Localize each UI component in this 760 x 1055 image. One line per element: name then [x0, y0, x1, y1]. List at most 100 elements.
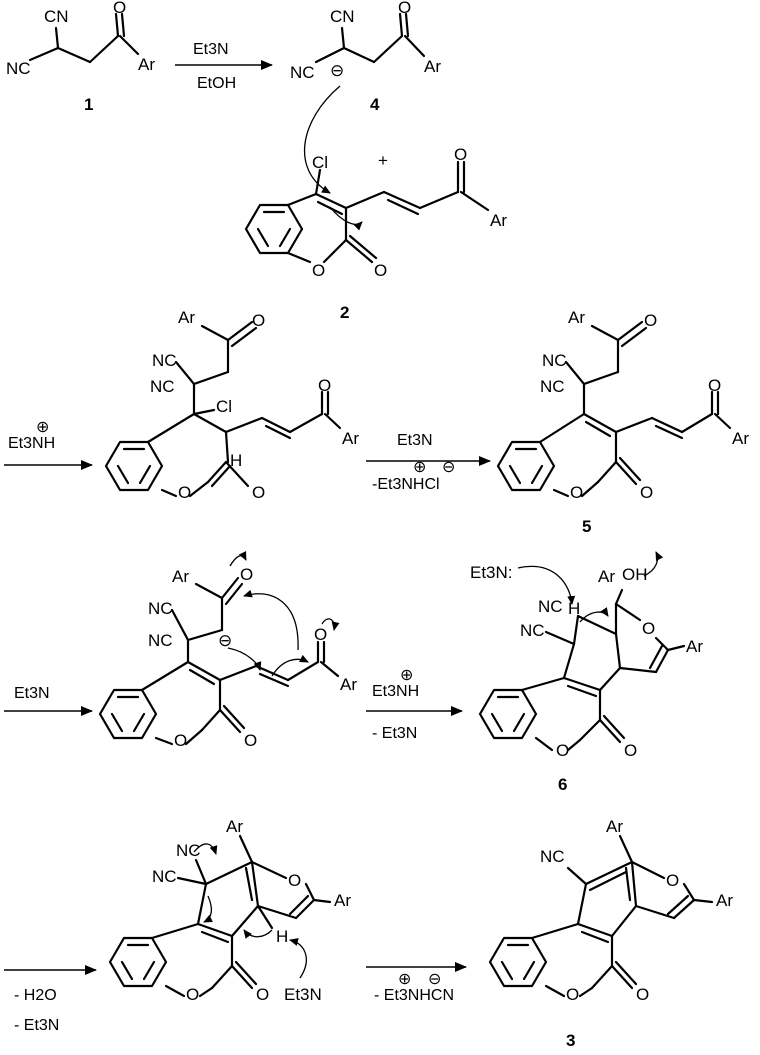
svg-text:Ar: Ar [138, 55, 155, 74]
svg-text:⊖: ⊖ [442, 459, 455, 476]
arrow-step-2: Et3NH ⊕ [4, 419, 93, 470]
svg-text:Et3N: Et3N [284, 985, 322, 1004]
svg-text:NC: NC [6, 59, 31, 78]
svg-text:Ar: Ar [686, 637, 703, 656]
svg-text:- Et3N: - Et3N [372, 725, 417, 742]
arrow-step-1: Et3N EtOH [175, 41, 273, 92]
svg-text:-Et3NHCl: -Et3NHCl [372, 476, 440, 493]
svg-text:Cl: Cl [312, 153, 328, 172]
intermediate-dihydro: Ar O Ar NC NC H O O [108, 817, 351, 1004]
svg-text:+: + [378, 151, 388, 170]
svg-text:⊖: ⊖ [428, 971, 441, 988]
label-compound-2: 2 [340, 303, 349, 322]
svg-text:Et3N:: Et3N: [470, 563, 513, 582]
svg-text:O: O [666, 871, 679, 890]
svg-text:O: O [186, 985, 199, 1004]
arrow-step-3: Et3N -Et3NHCl ⊕ ⊖ [366, 432, 491, 493]
svg-text:Ar: Ar [716, 891, 733, 910]
svg-text:NC: NC [176, 841, 201, 860]
arrow-step-7: - Et3NHCN ⊕ ⊖ [366, 962, 467, 1004]
svg-text:NC: NC [540, 847, 565, 866]
svg-text:O: O [174, 731, 187, 750]
svg-text:- Et3NHCN: - Et3NHCN [374, 987, 454, 1004]
svg-text:Et3N: Et3N [397, 432, 433, 449]
svg-text:⊖: ⊖ [218, 631, 232, 650]
compound-1: CN NC O Ar 1 [6, 0, 155, 114]
curly-arrow-attack [303, 85, 341, 194]
svg-text:Ar: Ar [598, 567, 615, 586]
svg-text:NC: NC [150, 377, 175, 396]
svg-text:O: O [644, 311, 657, 330]
svg-text:EtOH: EtOH [197, 75, 236, 92]
svg-text:CN: CN [330, 7, 355, 26]
svg-text:O: O [113, 0, 126, 17]
svg-text:O: O [240, 565, 253, 584]
svg-text:Ar: Ar [490, 211, 507, 230]
intermediate-carbanion: Ar O ⊖ NC NC O O O Ar [98, 551, 357, 750]
svg-text:H: H [230, 451, 242, 470]
svg-text:NC: NC [538, 597, 563, 616]
svg-text:NC: NC [152, 867, 177, 886]
svg-text:O: O [398, 0, 411, 17]
svg-text:O: O [256, 985, 269, 1004]
compound-2: O O Cl O Ar 2 [244, 145, 507, 322]
svg-text:⊕: ⊕ [413, 459, 426, 476]
intermediate-chloro-adduct: Ar O NC NC Cl H O O O [104, 308, 359, 502]
svg-text:O: O [178, 483, 191, 502]
svg-text:O: O [318, 376, 331, 395]
svg-text:NC: NC [540, 377, 565, 396]
svg-text:O: O [252, 483, 265, 502]
compound-3: Ar O Ar NC O O 3 [488, 817, 733, 1050]
svg-text:O: O [570, 483, 583, 502]
label-compound-6: 6 [558, 775, 567, 794]
arrow-step-6: - H2O - Et3N [4, 965, 97, 1034]
svg-text:NC: NC [542, 351, 567, 370]
svg-text:Ar: Ar [732, 429, 749, 448]
svg-text:Ar: Ar [424, 57, 441, 76]
svg-text:⊕: ⊕ [398, 971, 411, 988]
label-compound-1: 1 [84, 95, 93, 114]
svg-text:O: O [636, 985, 649, 1004]
svg-text:Ar: Ar [172, 567, 189, 586]
svg-text:H: H [568, 599, 580, 618]
svg-text:O: O [708, 376, 721, 395]
svg-text:O: O [312, 261, 325, 280]
svg-text:NC: NC [290, 63, 315, 82]
svg-text:O: O [556, 741, 569, 760]
svg-text:Ar: Ar [334, 891, 351, 910]
svg-text:O: O [642, 619, 655, 638]
svg-text:Et3NH: Et3NH [372, 683, 419, 700]
label-compound-4: 4 [370, 95, 380, 114]
svg-text:O: O [566, 985, 579, 1004]
svg-text:NC: NC [148, 599, 173, 618]
compound-6: Et3N: NC H Ar OH O Ar NC O [470, 551, 703, 794]
svg-text:NC: NC [148, 631, 173, 650]
svg-text:⊖: ⊖ [330, 61, 344, 80]
svg-text:⊕: ⊕ [400, 667, 413, 684]
svg-text:O: O [288, 871, 301, 890]
svg-text:Ar: Ar [342, 429, 359, 448]
svg-text:- Et3N: - Et3N [14, 1017, 59, 1034]
svg-text:O: O [640, 483, 653, 502]
svg-text:Et3N: Et3N [193, 41, 229, 58]
svg-text:Cl: Cl [216, 397, 232, 416]
svg-text:Ar: Ar [226, 817, 243, 836]
svg-text:O: O [244, 731, 257, 750]
compound-4: CN NC ⊖ O Ar 4 [290, 0, 441, 114]
svg-text:O: O [624, 741, 637, 760]
svg-text:CN: CN [44, 7, 69, 26]
svg-text:NC: NC [152, 351, 177, 370]
arrow-step-4: Et3N [4, 685, 93, 716]
svg-text:O: O [374, 261, 387, 280]
svg-text:OH: OH [622, 565, 648, 584]
svg-text:O: O [314, 625, 327, 644]
svg-text:O: O [252, 311, 265, 330]
svg-text:O: O [454, 145, 467, 164]
svg-text:Et3NH: Et3NH [8, 435, 55, 452]
svg-text:⊕: ⊕ [36, 419, 49, 436]
label-compound-5: 5 [582, 517, 591, 536]
svg-text:NC: NC [520, 621, 545, 640]
svg-text:H: H [276, 927, 288, 946]
svg-text:Ar: Ar [340, 675, 357, 694]
